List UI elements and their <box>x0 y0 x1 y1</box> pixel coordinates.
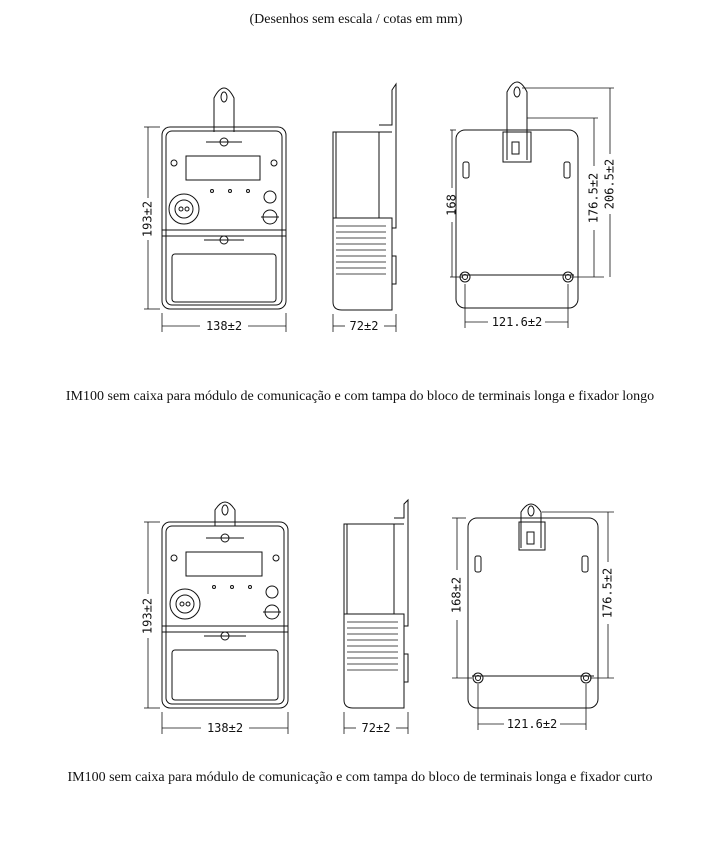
meter-drawing-long-fixer: 193±2 138±2 72±2 <box>141 81 617 333</box>
rear-hole-spacing-dim: 121.6±2 <box>507 717 558 731</box>
rear-hole-spacing-dim: 121.6±2 <box>492 315 543 329</box>
front-height-dim: 193±2 <box>141 598 155 634</box>
front-view: 193±2 138±2 <box>141 87 287 333</box>
rear-total-height-dim: 206.5±2 <box>603 159 617 210</box>
side-depth-dim: 72±2 <box>362 721 391 735</box>
rear-hole-height-dim: 176.5±2 <box>601 568 615 619</box>
front-width-dim: 138±2 <box>206 319 242 333</box>
side-view: 72±2 <box>343 498 409 735</box>
side-depth-dim: 72±2 <box>350 319 379 333</box>
figure2-caption: IM100 sem caixa para módulo de comunicaç… <box>67 770 653 785</box>
front-view: 193±2 138±2 <box>141 501 289 735</box>
side-view: 72±2 <box>332 82 397 333</box>
figure1-caption: IM100 sem caixa para módulo de comunicaç… <box>65 389 655 404</box>
drawing-scale-note: (Desenhos sem escala / cotas em mm) <box>249 12 463 27</box>
meter-drawing-short-fixer: 193±2 138±2 72±2 <box>141 498 615 735</box>
rear-view: 168±2 176.5±2 121.6±2 <box>450 503 615 731</box>
front-height-dim: 193±2 <box>141 201 155 237</box>
rear-hole-height-dim: 176.5±2 <box>587 173 601 224</box>
front-width-dim: 138±2 <box>207 721 243 735</box>
rear-height-dim: 168±2 <box>450 577 464 613</box>
rear-height-dim: 168 <box>445 194 459 216</box>
rear-view: 168 176.5±2 206.5±2 121.6±2 <box>445 81 617 329</box>
